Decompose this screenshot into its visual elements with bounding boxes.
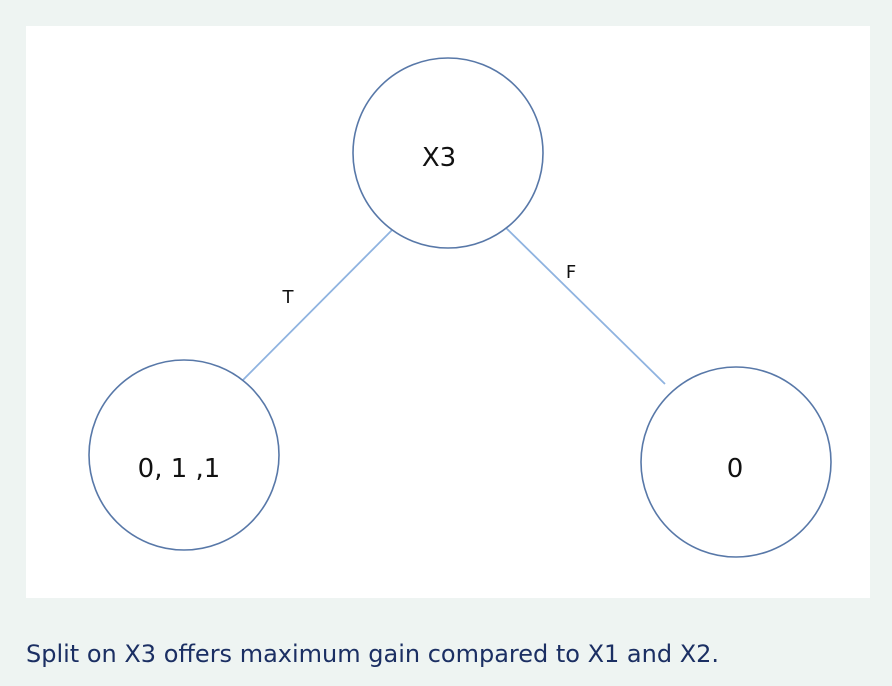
node-left: 0, 1 ,1 [88,359,280,551]
node-right: 0 [640,366,832,558]
diagram-panel: X3 0, 1 ,1 0 T F [26,26,870,598]
node-left-label: 0, 1 ,1 [138,454,221,484]
edge-true-label: T [282,287,295,308]
node-root: X3 [352,57,544,249]
decision-tree-diagram: X3 0, 1 ,1 0 T F [88,57,832,558]
edge-true-branch [235,221,401,388]
node-root-label: X3 [422,143,456,173]
node-right-label: 0 [727,454,744,484]
edge-false-label: F [566,262,576,283]
edge-false-branch [499,221,666,385]
diagram-caption: Split on X3 offers maximum gain compared… [26,640,720,668]
